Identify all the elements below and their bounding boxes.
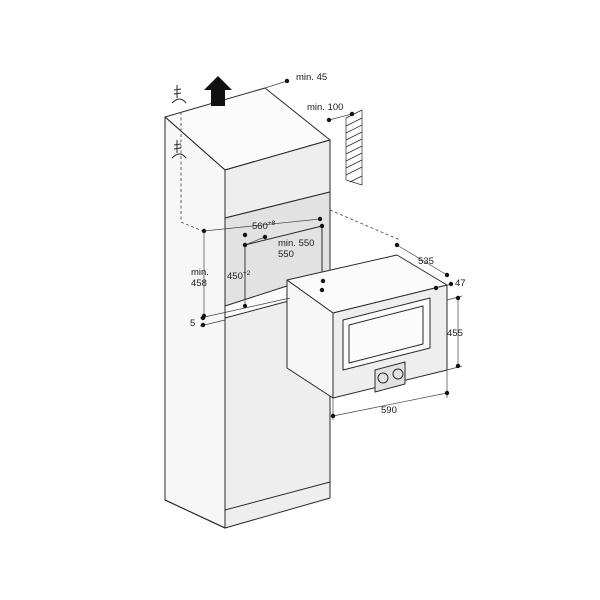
vent-path: [180, 112, 206, 233]
knob-left-icon: [377, 372, 389, 384]
appliance-window: [342, 297, 431, 371]
label-5: 5: [190, 318, 195, 329]
label-min-550: min. 550: [278, 238, 314, 249]
dimension-lines: [199, 78, 463, 420]
knob-right-icon: [392, 368, 404, 380]
label-455: 455: [447, 328, 463, 339]
label-535: 535: [418, 256, 434, 267]
label-560: 560+8: [252, 220, 276, 232]
wall-hatch-icon: [345, 109, 363, 186]
cabinet-plinth: [224, 481, 331, 529]
label-min-458: min.: [191, 267, 209, 278]
label-458-value: 458: [191, 278, 207, 289]
break-symbol-icon: [171, 85, 187, 159]
label-550-value: 550: [278, 249, 294, 260]
label-min-45: min. 45: [296, 72, 327, 83]
label-min-100: min. 100: [307, 102, 343, 113]
label-450: 450+2: [227, 270, 251, 282]
arrow-up-icon: [204, 76, 232, 106]
label-590: 590: [381, 405, 397, 416]
appliance: [286, 254, 448, 399]
label-47: 47: [455, 278, 466, 289]
